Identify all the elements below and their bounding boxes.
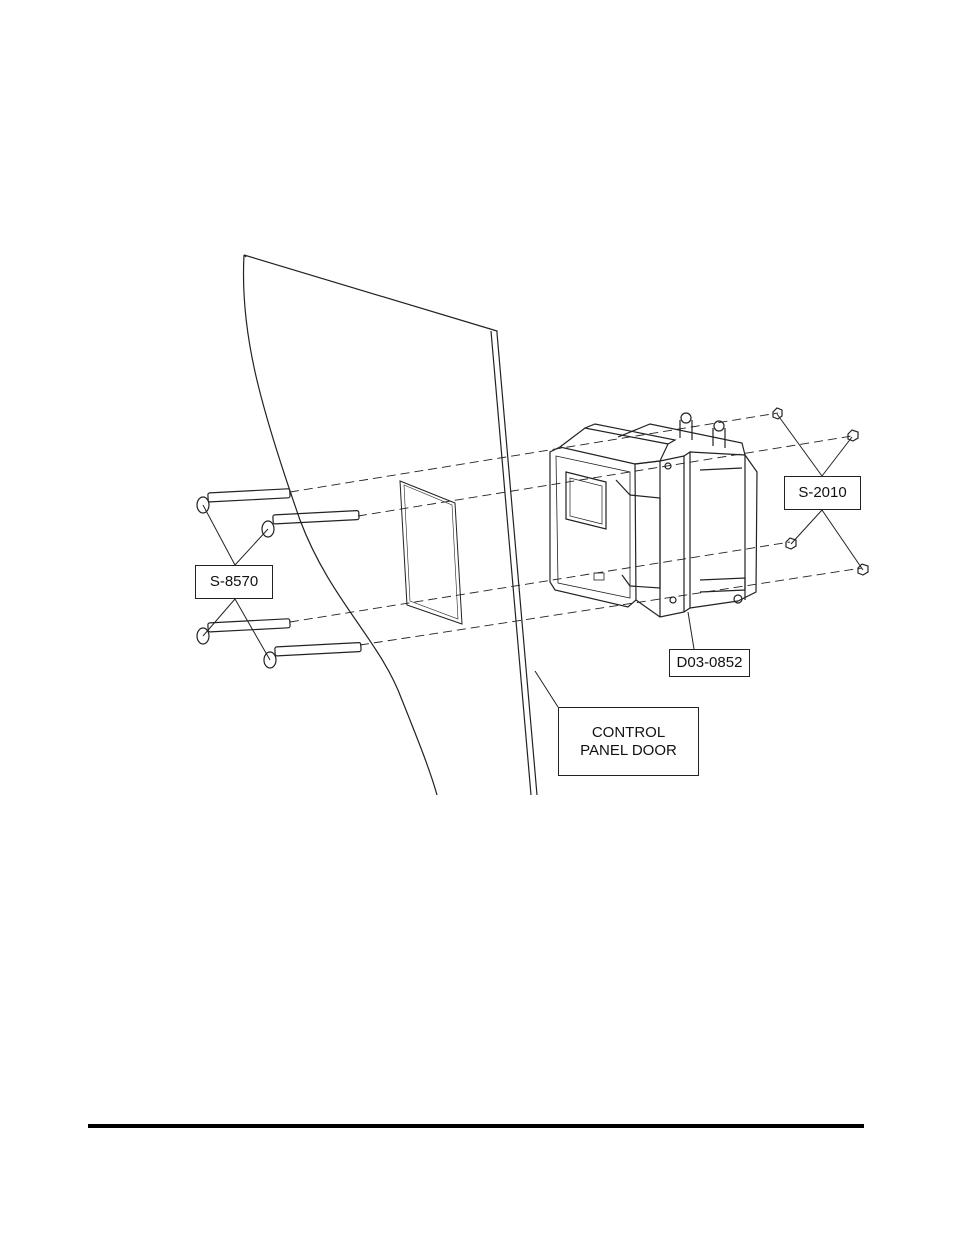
- callout-nuts-text: S-2010: [798, 484, 846, 502]
- screw-upper-middle: [262, 511, 359, 537]
- nut-top-right: [848, 430, 858, 441]
- callout-unit-text: D03-0852: [677, 654, 743, 672]
- callout-screws: S-8570: [195, 565, 273, 599]
- screw-top-left: [197, 489, 290, 513]
- callout-door: CONTROL PANEL DOOR: [558, 707, 699, 776]
- leader-lines: [203, 414, 863, 707]
- fastener-centerlines: [290, 413, 862, 645]
- screw-bottom: [264, 643, 361, 668]
- footer-rule: [88, 1124, 864, 1128]
- acceptor-unit: [550, 413, 757, 617]
- callout-unit: D03-0852: [669, 649, 750, 677]
- callout-door-line2: PANEL DOOR: [580, 742, 677, 760]
- callout-nuts: S-2010: [784, 476, 861, 510]
- screw-lower-left: [197, 619, 290, 644]
- callout-screws-text: S-8570: [210, 573, 258, 591]
- callout-door-line1: CONTROL: [592, 724, 665, 742]
- control-panel-door: [243, 255, 537, 795]
